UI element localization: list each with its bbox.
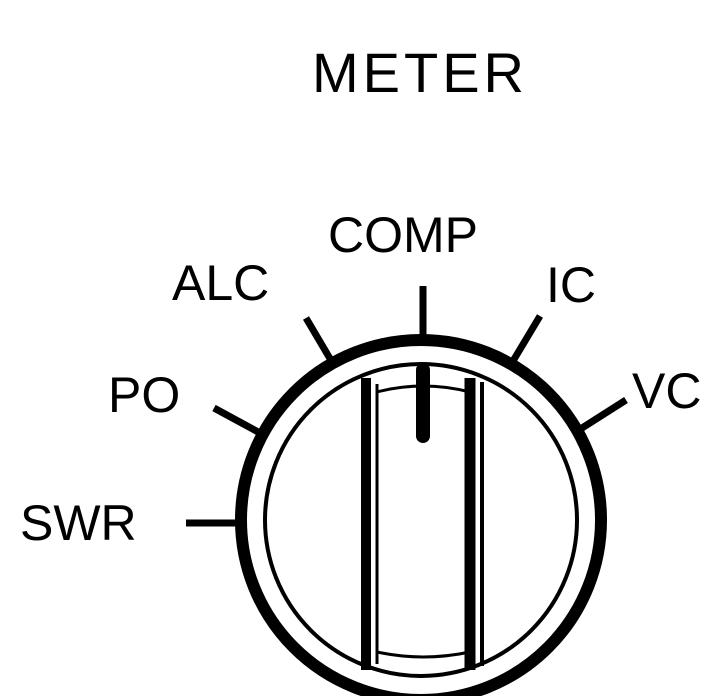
meter-title: METER <box>312 41 528 104</box>
tick-vc <box>580 397 628 431</box>
position-ticks <box>186 286 628 527</box>
position-label-vc: VC <box>632 363 701 419</box>
tick-po <box>212 404 262 437</box>
rotary-knob[interactable] <box>235 334 607 696</box>
position-label-swr: SWR <box>20 495 137 551</box>
tick-alc <box>302 316 336 364</box>
tick-ic <box>509 314 544 363</box>
position-label-comp: COMP <box>328 207 478 263</box>
position-label-po: PO <box>108 367 180 423</box>
position-label-ic: IC <box>546 257 596 313</box>
position-label-alc: ALC <box>172 255 269 311</box>
knob-grip-bar <box>361 378 484 670</box>
